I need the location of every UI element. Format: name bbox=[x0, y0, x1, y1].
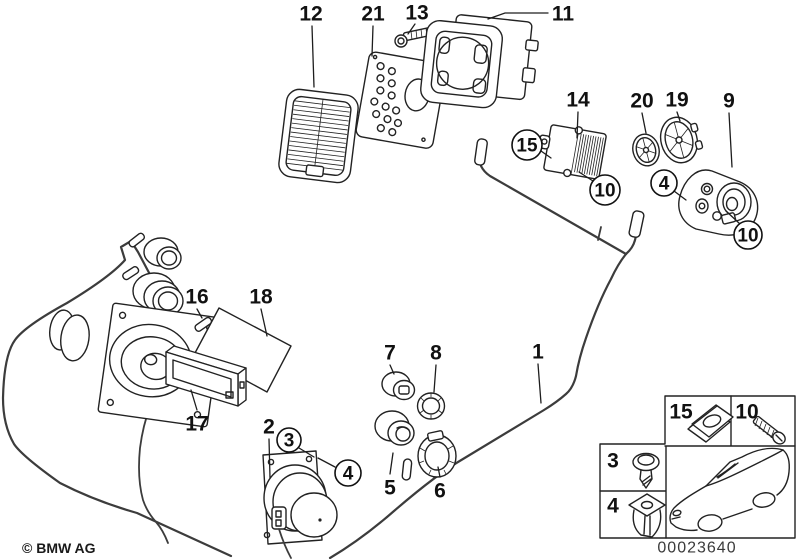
leader-line-11 bbox=[487, 12, 549, 20]
diagram-number: 00023640 bbox=[657, 540, 736, 557]
leader-line-16 bbox=[196, 308, 203, 319]
part-13-drawing bbox=[394, 26, 435, 48]
leader-line-1 bbox=[537, 363, 542, 404]
leader-line-10 bbox=[578, 171, 594, 182]
left-woofer-drawing bbox=[49, 302, 223, 428]
leader-line-6 bbox=[437, 466, 441, 478]
part-12-drawing bbox=[278, 88, 359, 184]
callout-4[interactable]: 4 bbox=[659, 174, 670, 195]
callout-15[interactable]: 15 bbox=[516, 136, 538, 157]
harness-connector bbox=[628, 210, 645, 238]
leader-line-4 bbox=[317, 457, 336, 468]
copyright-text: © BMW AG bbox=[22, 540, 96, 556]
callout-16[interactable]: 16 bbox=[185, 286, 208, 309]
wiring-harness-drawing bbox=[328, 138, 645, 559]
callout-circle-4[interactable] bbox=[650, 169, 678, 197]
legend-label-15: 15 bbox=[669, 401, 693, 424]
callout-19[interactable]: 19 bbox=[665, 89, 688, 112]
part-16-drawing bbox=[194, 316, 213, 332]
leader-line-3 bbox=[298, 447, 315, 458]
callout-6[interactable]: 6 bbox=[434, 480, 446, 503]
leader-line-12 bbox=[311, 25, 315, 88]
callout-20[interactable]: 20 bbox=[630, 90, 653, 113]
part-9-drawing bbox=[678, 169, 759, 236]
callout-3[interactable]: 3 bbox=[284, 431, 295, 452]
callout-circle-15[interactable] bbox=[511, 129, 543, 161]
callout-circle-10[interactable] bbox=[589, 174, 621, 206]
part-7-drawing bbox=[381, 371, 416, 401]
callout-2[interactable]: 2 bbox=[263, 416, 275, 439]
callout-10[interactable]: 10 bbox=[594, 181, 615, 202]
leader-line-9 bbox=[728, 112, 733, 168]
legend-label-10: 10 bbox=[735, 401, 758, 424]
part-6-drawing bbox=[417, 430, 457, 478]
callout-circle-10[interactable] bbox=[733, 220, 763, 250]
callout-17[interactable]: 17 bbox=[185, 413, 208, 436]
callout-21[interactable]: 21 bbox=[361, 3, 385, 26]
legend-label-4: 4 bbox=[607, 495, 619, 518]
leader-line-2 bbox=[268, 438, 271, 479]
part-17-drawing bbox=[165, 345, 247, 407]
leader-line-10 bbox=[725, 210, 741, 225]
leader-line-20 bbox=[641, 112, 647, 134]
callout-11[interactable]: 11 bbox=[552, 3, 575, 26]
front-tweeter-drawing bbox=[122, 232, 184, 316]
callout-4[interactable]: 4 bbox=[343, 464, 354, 485]
part-8-drawing bbox=[416, 392, 446, 420]
leader-line-13 bbox=[407, 23, 416, 35]
leader-line-4 bbox=[673, 190, 687, 201]
harness-connector bbox=[474, 138, 488, 166]
leader-line-17 bbox=[190, 389, 198, 411]
leader-line-19 bbox=[676, 111, 681, 122]
callout-1[interactable]: 1 bbox=[532, 341, 544, 364]
part-5-drawing bbox=[374, 410, 415, 481]
leader-line-21 bbox=[371, 25, 374, 57]
leader-line-7 bbox=[389, 364, 395, 375]
callout-10[interactable]: 10 bbox=[737, 226, 758, 247]
bmw-sedan-outline-icon bbox=[669, 447, 790, 532]
callout-circle-3[interactable] bbox=[276, 427, 302, 453]
part-20-drawing bbox=[632, 133, 660, 167]
part-11-drawing bbox=[420, 14, 539, 109]
callout-14[interactable]: 14 bbox=[566, 89, 590, 112]
callout-8[interactable]: 8 bbox=[430, 342, 442, 365]
part-2-drawing bbox=[262, 450, 338, 559]
rivet-clip-icon bbox=[632, 452, 660, 489]
callout-7[interactable]: 7 bbox=[384, 342, 396, 365]
leader-line-8 bbox=[433, 364, 437, 393]
callout-9[interactable]: 9 bbox=[723, 90, 735, 113]
legend-box: 15 10 3 4 bbox=[599, 395, 796, 539]
door-panel-outline bbox=[1, 239, 233, 558]
callout-13[interactable]: 13 bbox=[405, 2, 428, 25]
screw-icon bbox=[752, 415, 786, 445]
part-19-drawing bbox=[659, 116, 704, 164]
legend-label-3: 3 bbox=[607, 450, 619, 473]
leader-line-18 bbox=[260, 308, 268, 337]
part-14-drawing bbox=[537, 124, 607, 180]
callout-12[interactable]: 12 bbox=[299, 3, 322, 26]
expanding-nut-icon bbox=[628, 493, 666, 538]
speed-nut-clip-icon bbox=[687, 404, 734, 443]
callout-18[interactable]: 18 bbox=[249, 286, 273, 309]
callout-5[interactable]: 5 bbox=[384, 477, 396, 500]
leader-line-14 bbox=[576, 111, 579, 139]
callout-circle-4[interactable] bbox=[334, 459, 362, 487]
leader-line-5 bbox=[389, 452, 394, 475]
leader-line-15 bbox=[540, 150, 552, 159]
